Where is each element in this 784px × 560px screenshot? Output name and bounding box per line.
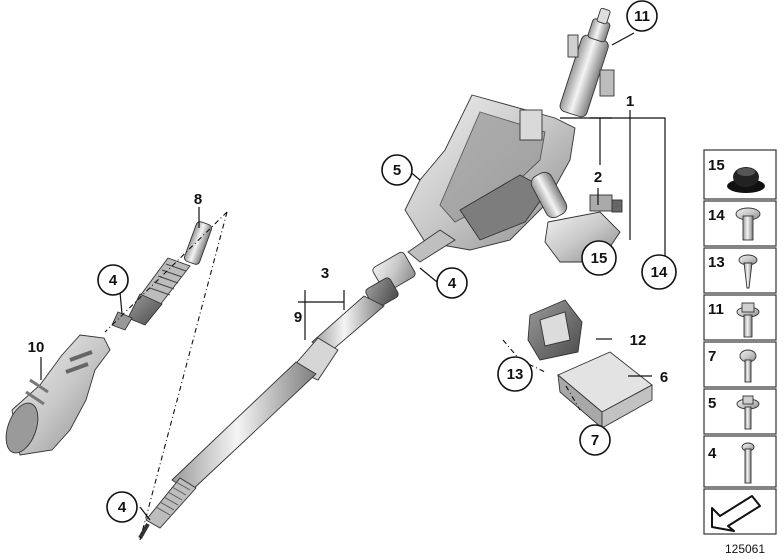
callout-10: 10 — [28, 339, 45, 356]
callout-4-joint: 4 — [436, 267, 468, 299]
svg-text:15: 15 — [591, 250, 608, 267]
svg-text:1: 1 — [626, 93, 634, 110]
callout-8: 8 — [194, 191, 202, 208]
rubber-grommet-icon — [727, 167, 765, 193]
svg-text:14: 14 — [651, 264, 668, 281]
callout-6: 6 — [660, 369, 668, 386]
steering-column-assembly — [404, 7, 615, 263]
svg-text:12: 12 — [630, 332, 647, 349]
svg-text:6: 6 — [660, 369, 668, 386]
legend-row-11: 11 — [703, 294, 777, 341]
legend-row-14: 14 — [703, 200, 777, 247]
bracket — [527, 299, 583, 361]
svg-text:5: 5 — [708, 395, 716, 412]
svg-text:10: 10 — [28, 339, 45, 356]
svg-text:4: 4 — [118, 499, 127, 516]
long-bolt-icon — [741, 442, 755, 484]
svg-text:2: 2 — [594, 169, 602, 186]
svg-text:8: 8 — [194, 191, 202, 208]
svg-text:15: 15 — [708, 157, 725, 174]
document-number: 125061 — [725, 542, 765, 556]
shaft-boot — [5, 334, 111, 456]
torx-screw-icon — [739, 349, 757, 383]
hex-flange-bolt-icon — [736, 302, 760, 338]
callout-1: 1 — [626, 93, 634, 110]
collar-screw-icon — [736, 395, 760, 430]
svg-text:7: 7 — [708, 348, 716, 365]
legend-direction — [703, 488, 777, 535]
svg-text:11: 11 — [634, 8, 650, 25]
self-tapping-screw-icon — [738, 254, 758, 289]
svg-text:13: 13 — [507, 366, 524, 383]
callout-7: 7 — [579, 424, 611, 456]
callout-5: 5 — [381, 154, 413, 186]
intermediate-shaft — [111, 221, 213, 331]
svg-text:13: 13 — [708, 254, 725, 271]
callout-4-bottom: 4 — [106, 491, 138, 523]
callout-15: 15 — [581, 240, 617, 276]
legend-row-4: 4 — [703, 435, 777, 488]
control-unit — [557, 351, 653, 429]
callout-2: 2 — [594, 169, 602, 186]
svg-text:14: 14 — [708, 207, 725, 224]
svg-text:4: 4 — [448, 275, 457, 292]
callout-9: 9 — [294, 309, 302, 326]
svg-text:5: 5 — [393, 162, 401, 179]
callout-13: 13 — [497, 356, 533, 392]
legend-row-5: 5 — [703, 388, 777, 435]
lower-steering-shaft — [138, 295, 385, 539]
arrow-front-icon — [711, 495, 761, 532]
legend-row-7: 7 — [703, 341, 777, 388]
legend-row-15: 15 — [703, 149, 777, 200]
callout-14: 14 — [641, 254, 677, 290]
fastener-legend: 15 14 13 11 — [703, 149, 777, 535]
legend-row-13: 13 — [703, 247, 777, 294]
svg-text:11: 11 — [708, 301, 724, 318]
svg-text:4: 4 — [109, 272, 118, 289]
svg-text:9: 9 — [294, 309, 302, 326]
svg-text:4: 4 — [708, 445, 717, 462]
callout-4-left: 4 — [97, 264, 129, 296]
svg-text:7: 7 — [591, 432, 599, 449]
flange-screw-icon — [735, 207, 761, 241]
svg-text:3: 3 — [321, 265, 329, 282]
callout-11: 11 — [626, 0, 658, 32]
callout-12: 12 — [630, 332, 647, 349]
leader-lines — [40, 32, 666, 521]
callout-3: 3 — [321, 265, 329, 282]
